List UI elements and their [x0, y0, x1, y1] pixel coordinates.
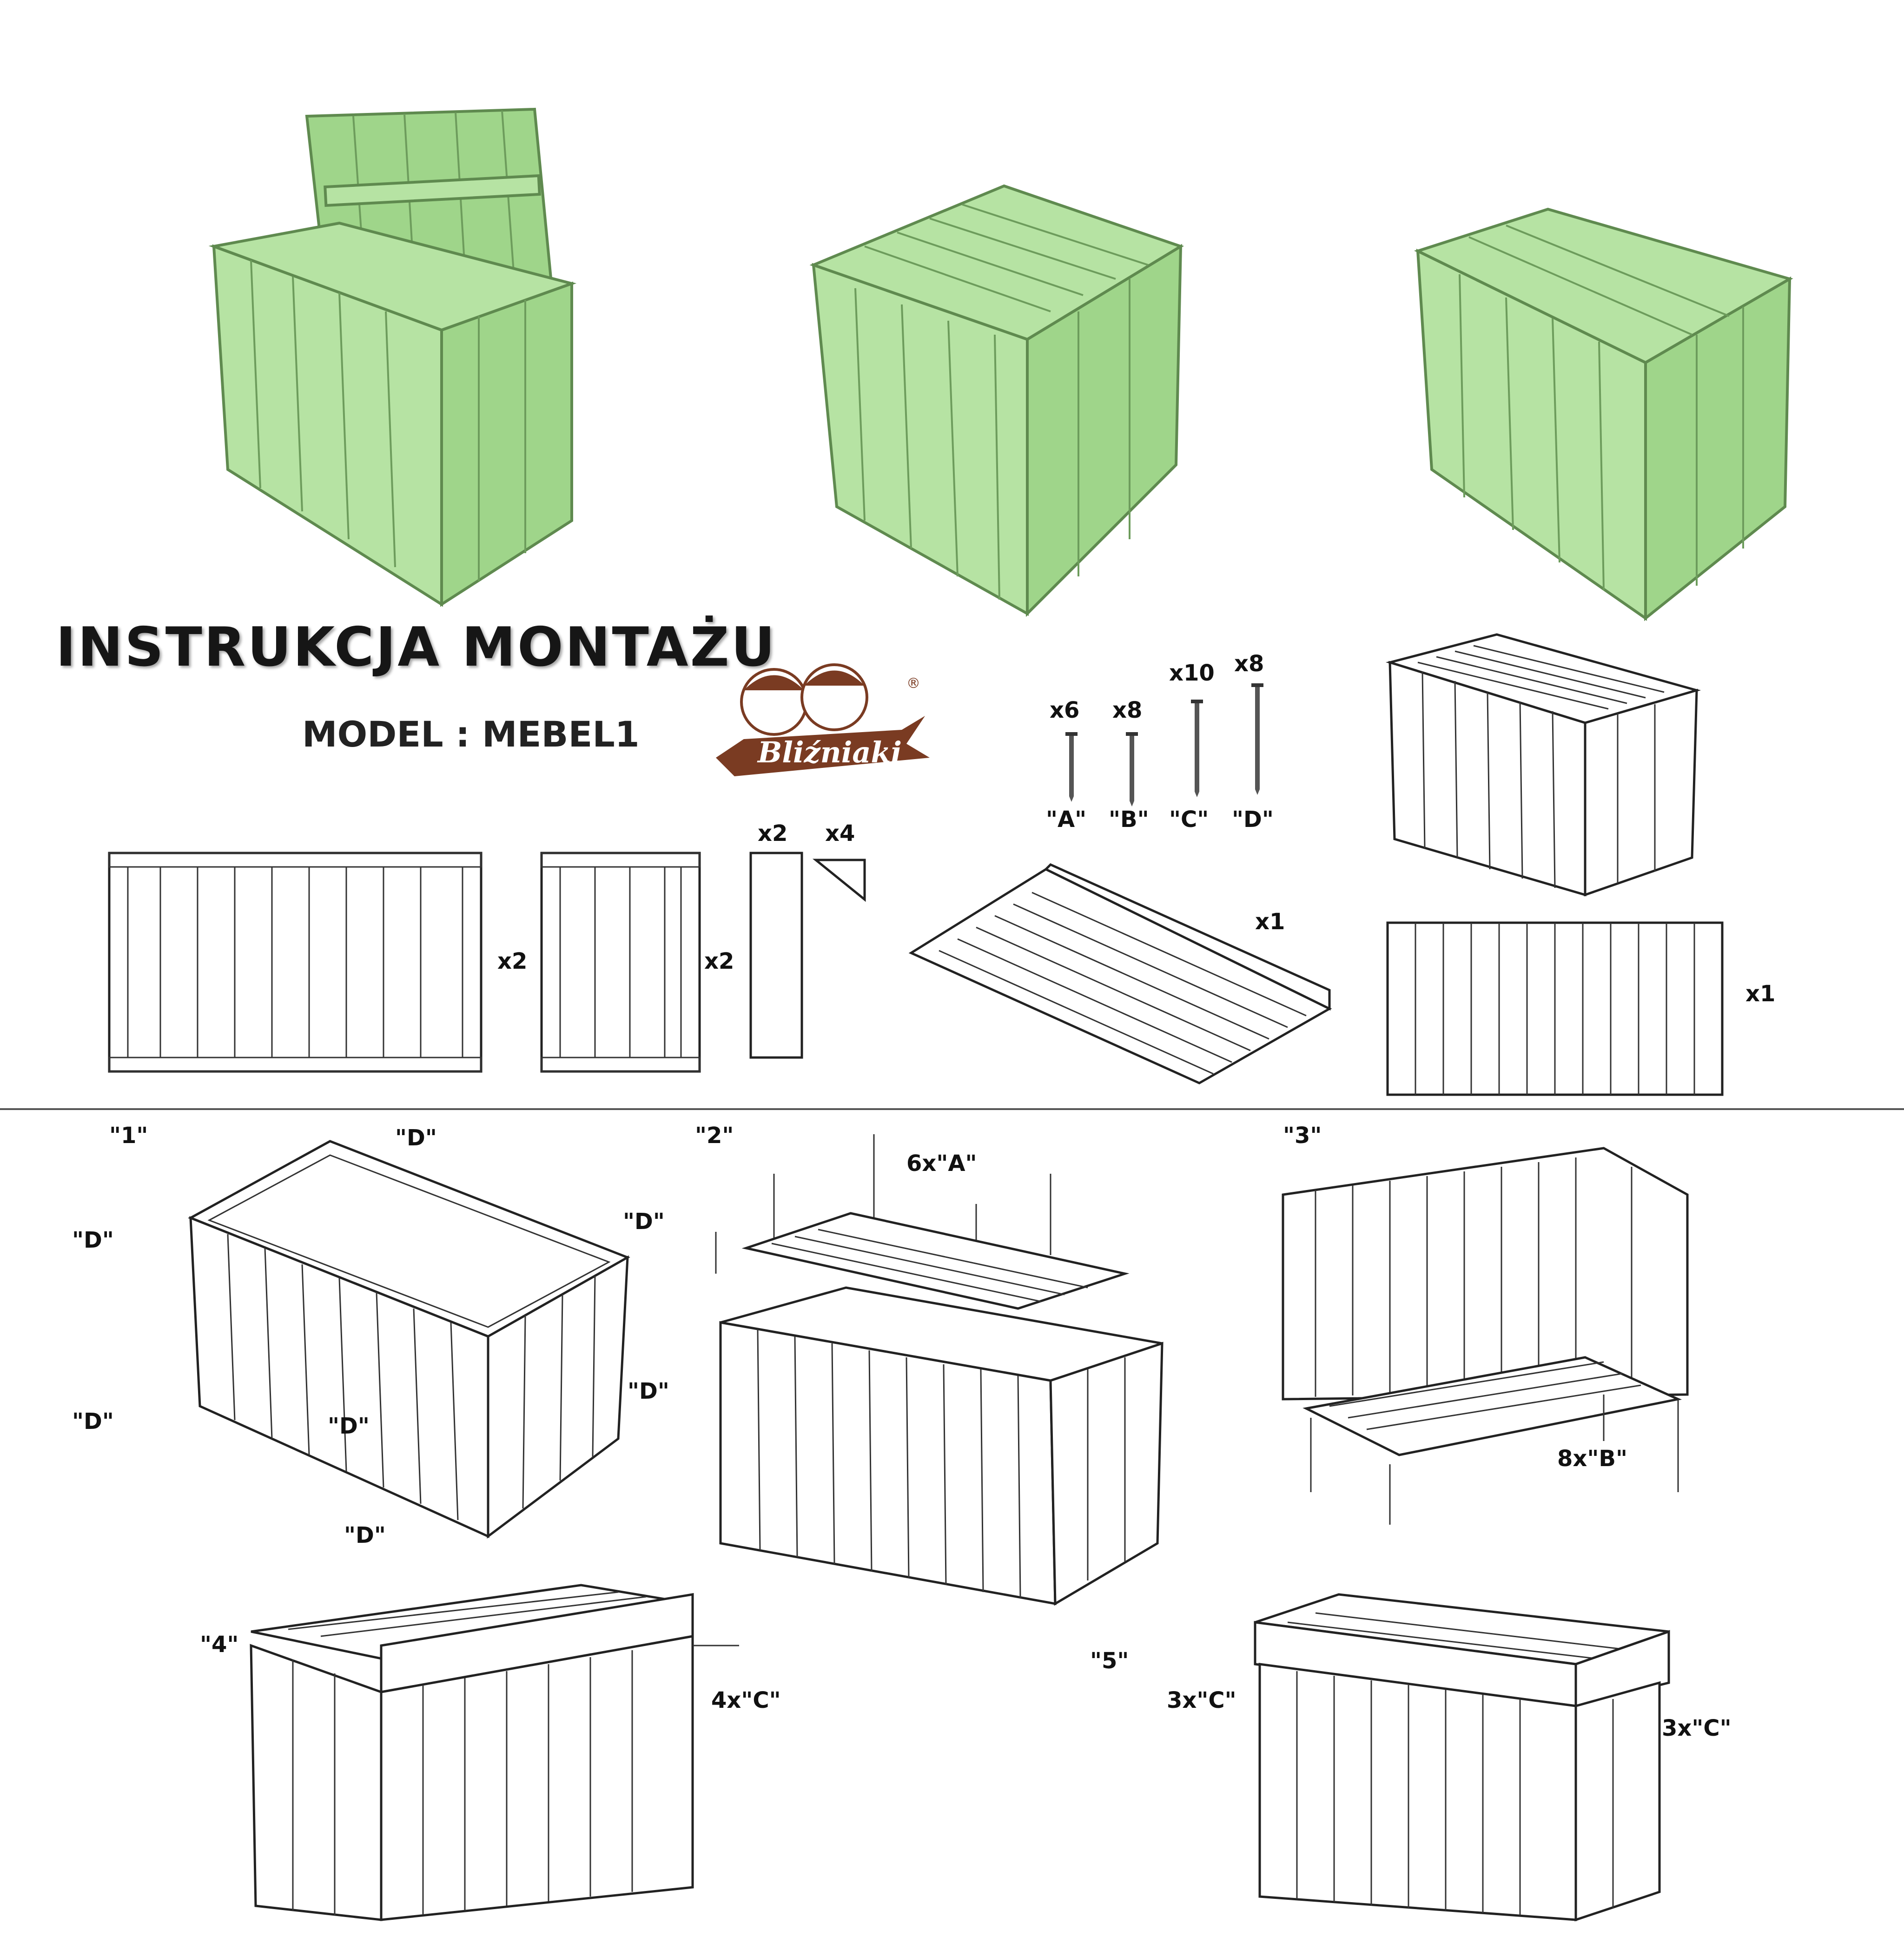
step-1-screw-label-bottom-right: "D" [628, 1378, 669, 1404]
step-1-diagram [188, 1140, 630, 1539]
part-bottom [908, 863, 1332, 1084]
step-5-screw-label-left: 3x"C" [1167, 1687, 1236, 1713]
svg-text:Bliźniaki: Bliźniaki [757, 735, 902, 769]
hardware-c-qty: x10 [1169, 660, 1215, 686]
step-4-number: "4" [200, 1632, 239, 1658]
part-lid-panel [1386, 921, 1724, 1096]
part-post [749, 852, 803, 1059]
hardware-b-qty: x8 [1112, 697, 1143, 723]
step-2-screw-label: 6x"A" [906, 1150, 977, 1177]
part-bottom-qty: x1 [1255, 909, 1285, 935]
hardware-a-label: "A" [1046, 807, 1087, 833]
screw-b-icon [1126, 732, 1138, 807]
screw-d-icon [1251, 683, 1263, 795]
hardware-a-qty: x6 [1050, 697, 1080, 723]
product-photo-closed-side [1414, 207, 1793, 621]
part-lid-qty: x1 [1745, 981, 1776, 1007]
step-1-screw-label-center: "D" [328, 1413, 370, 1439]
step-3-screw-label: 8x"B" [1557, 1446, 1627, 1472]
step-3-number: "3" [1283, 1123, 1322, 1149]
step-3-diagram [1282, 1147, 1689, 1525]
hardware-d-qty: x8 [1234, 651, 1264, 677]
section-divider [0, 1108, 1904, 1110]
hardware-d: x8 "D" [1232, 651, 1288, 837]
part-short-wall [540, 852, 701, 1073]
product-photo-closed-front [809, 184, 1184, 617]
brand-logo: Bliźniaki ® [716, 663, 930, 776]
product-photo-open-lid [208, 107, 577, 607]
hardware-c: x10 "C" [1167, 660, 1232, 837]
hardware-d-label: "D" [1232, 807, 1274, 833]
step-5-screw-label-right: 3x"C" [1662, 1715, 1732, 1741]
part-corner-block [812, 859, 866, 902]
step-2-diagram [715, 1134, 1164, 1606]
step-1-screw-label-left: "D" [72, 1227, 114, 1253]
part-short-wall-qty: x2 [704, 948, 734, 974]
step-5-diagram [1254, 1593, 1670, 1922]
step-5-number: "5" [1090, 1648, 1129, 1674]
part-corner-qty: x4 [825, 820, 855, 846]
page-title: INSTRUKCJA MONTAŻU [56, 616, 777, 679]
step-1-screw-label-bottom-left: "D" [72, 1408, 114, 1435]
hardware-c-label: "C" [1169, 807, 1209, 833]
screw-c-icon [1191, 700, 1203, 797]
model-label: MODEL : MEBEL1 [302, 714, 640, 755]
screw-a-icon [1065, 732, 1078, 802]
step-1-number: "1" [109, 1123, 148, 1149]
hardware-a: x6 "A" [1046, 697, 1097, 837]
hardware-b: x8 "B" [1109, 697, 1160, 837]
part-preview-box [1385, 633, 1701, 897]
step-1-screw-label-bottom: "D" [344, 1522, 386, 1548]
step-4-screw-label: 4x"C" [711, 1687, 781, 1713]
part-long-wall [108, 852, 483, 1073]
hardware-b-label: "B" [1109, 807, 1149, 833]
step-4-diagram [250, 1584, 739, 1921]
svg-text:®: ® [906, 675, 920, 692]
part-post-qty: x2 [758, 820, 788, 846]
step-2-number: "2" [695, 1123, 734, 1149]
part-long-wall-qty: x2 [497, 948, 528, 974]
step-1-screw-label-right: "D" [623, 1209, 665, 1235]
step-1-screw-label-top: "D" [395, 1125, 437, 1151]
